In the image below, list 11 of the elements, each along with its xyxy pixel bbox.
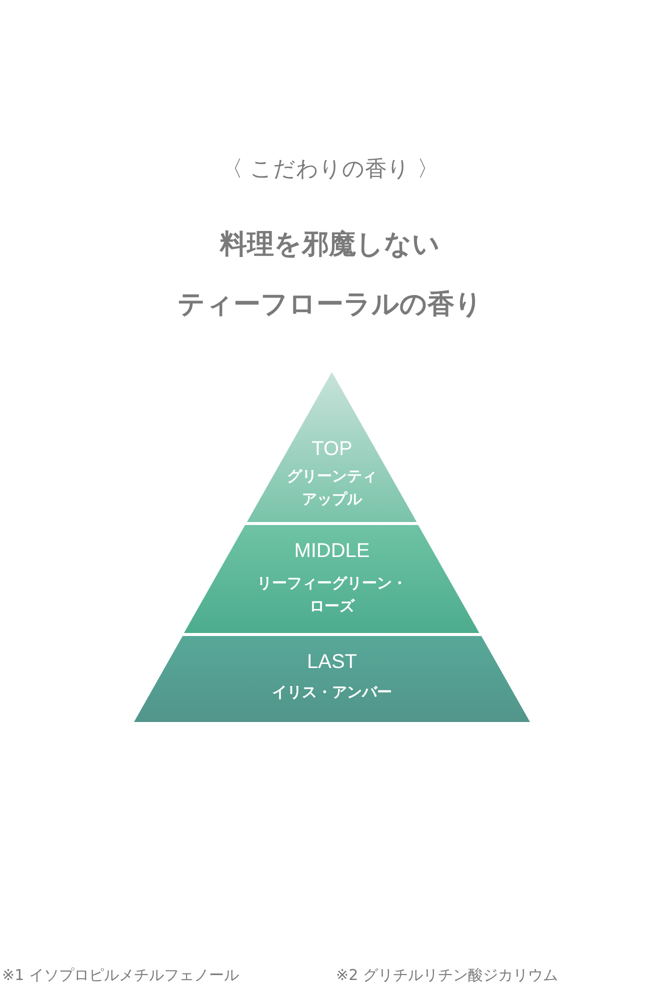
headline: ティーフローラルの香り [176,288,484,322]
footnote: ※1 イソプロピルメチルフェノール [2,966,239,985]
headline: 料理を邪魔しない [218,228,441,262]
tier-label: TOP [310,438,354,460]
tier-notes: リーフィーグリーン・ローズ [256,573,408,617]
tier-notes: イリス・アンバー [271,682,393,703]
section-heading: 〈 こだわりの香り 〉 [220,156,440,184]
tier-notes: グリーンティアップル [286,466,378,510]
footnote: ※2 グリチルリチン酸ジカリウム [336,966,558,985]
tier-label: LAST [306,651,358,673]
tier-label: MIDDLE [293,540,371,562]
